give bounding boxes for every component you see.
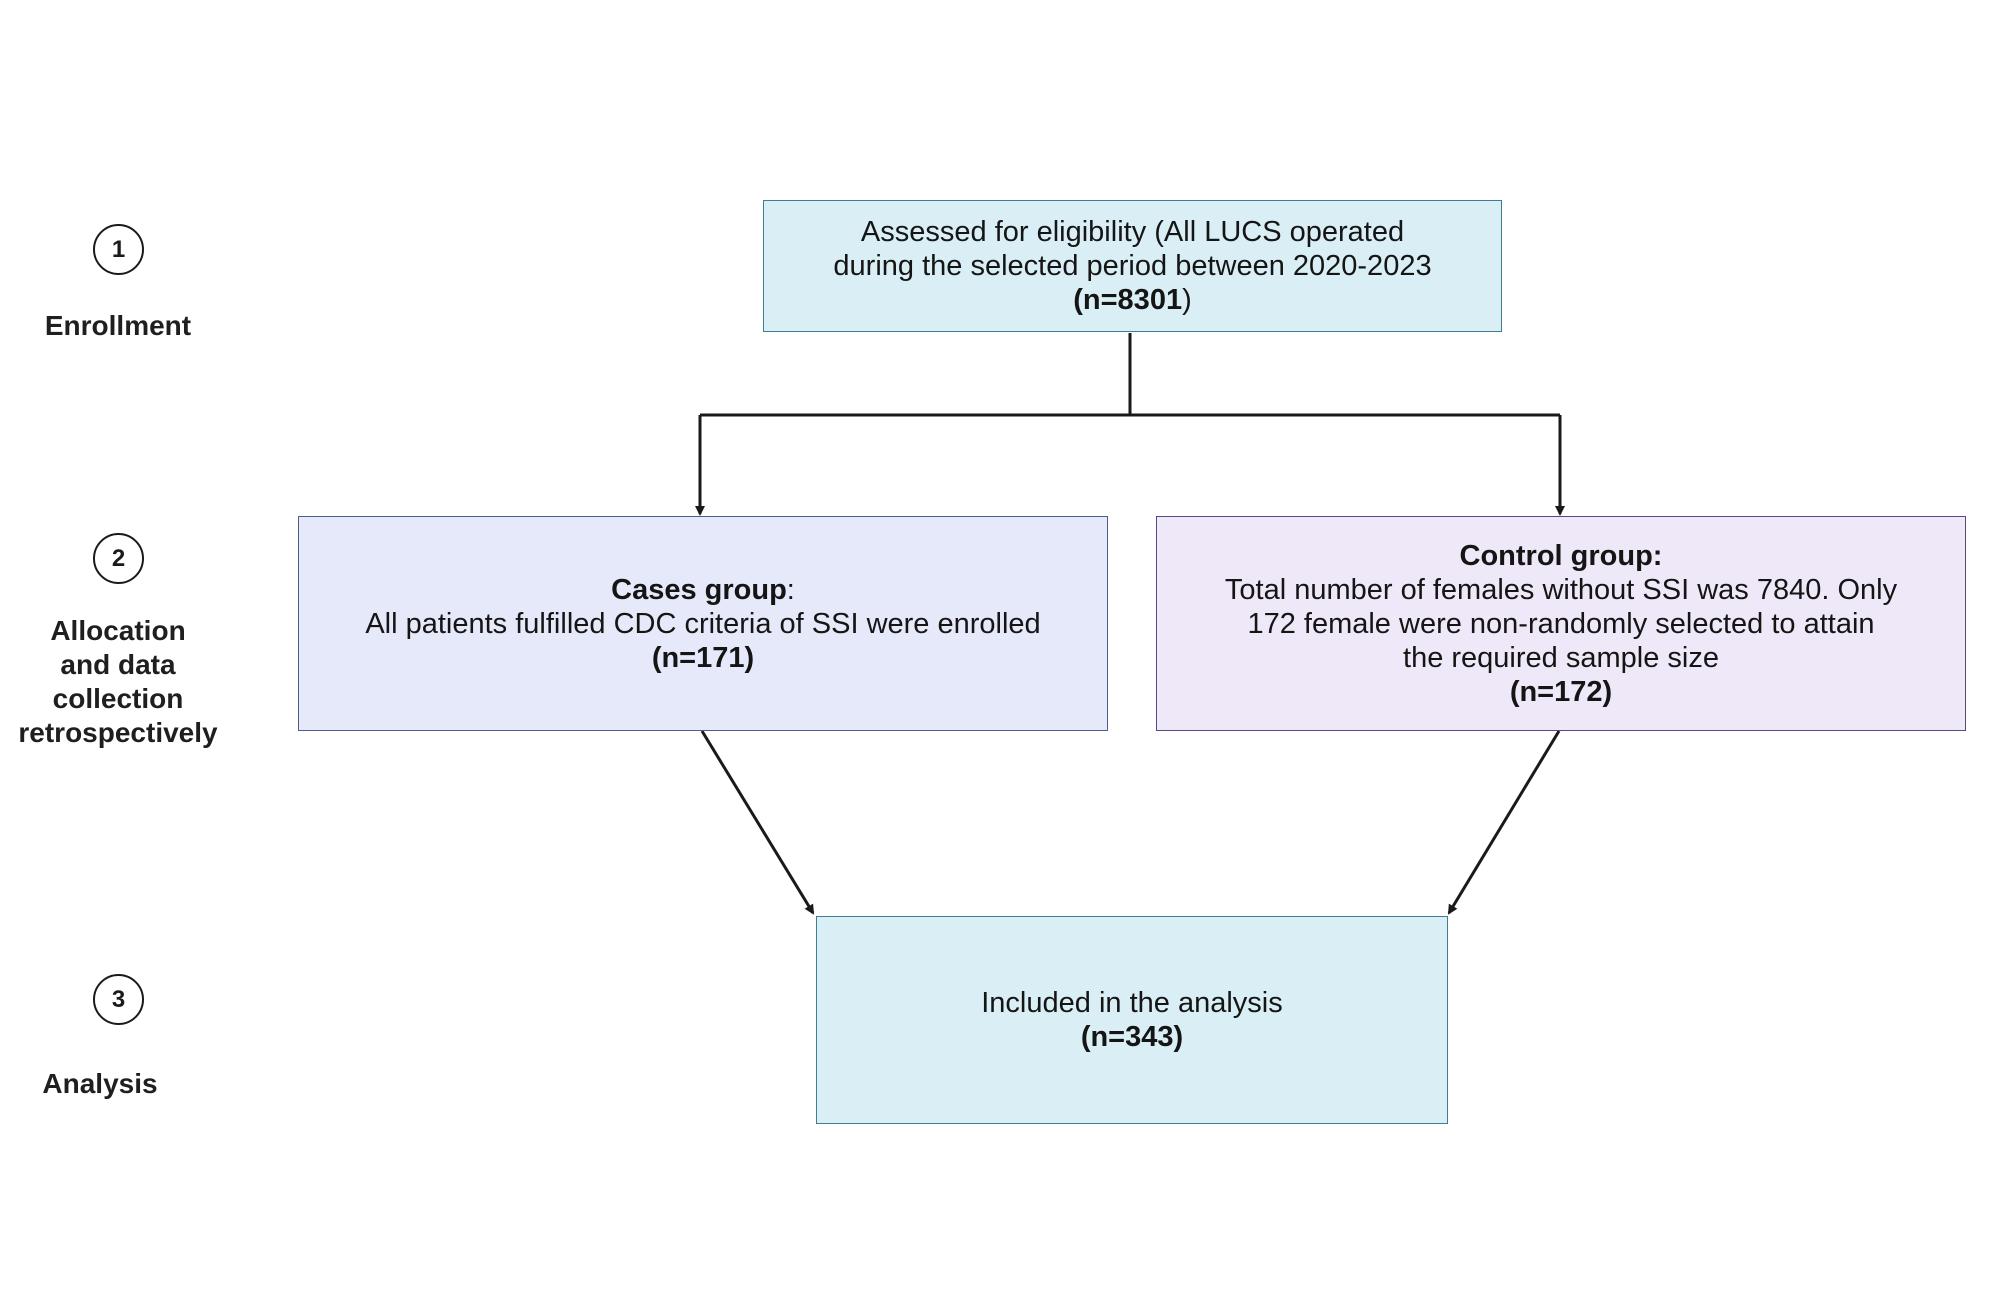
step-2-circle: 2 <box>93 533 144 584</box>
control-count: (n=172) <box>1509 675 1613 708</box>
arrow-cases-to-analysis <box>700 730 815 915</box>
stage-enrollment-label: Enrollment <box>44 310 192 341</box>
analysis-box: Included in the analysis (n=343) <box>816 916 1448 1124</box>
step-1-circle: 1 <box>93 224 144 275</box>
step-2-number: 2 <box>111 544 126 572</box>
stage-allocation-label: Allocation and data collection retrospec… <box>18 615 218 748</box>
step-3-number: 3 <box>111 985 126 1013</box>
control-group-title: Control group: <box>1459 539 1663 572</box>
control-group-box: Control group: Total number of females w… <box>1156 516 1966 731</box>
eligibility-box: Assessed for eligibility (All LUCS opera… <box>763 200 1502 332</box>
cases-count: (n=171) <box>651 641 755 674</box>
eligibility-count: (n=8301 <box>1073 284 1183 316</box>
analysis-count: (n=343) <box>1080 1021 1184 1053</box>
arrow-control-to-analysis <box>1447 730 1561 915</box>
step-3-circle: 3 <box>93 974 144 1025</box>
step-1-number: 1 <box>111 235 126 263</box>
cases-group-box: Cases group: All patients fulfilled CDC … <box>298 516 1108 731</box>
stage-analysis-label: Analysis <box>42 1068 158 1099</box>
cases-group-title: Cases group <box>611 573 787 606</box>
